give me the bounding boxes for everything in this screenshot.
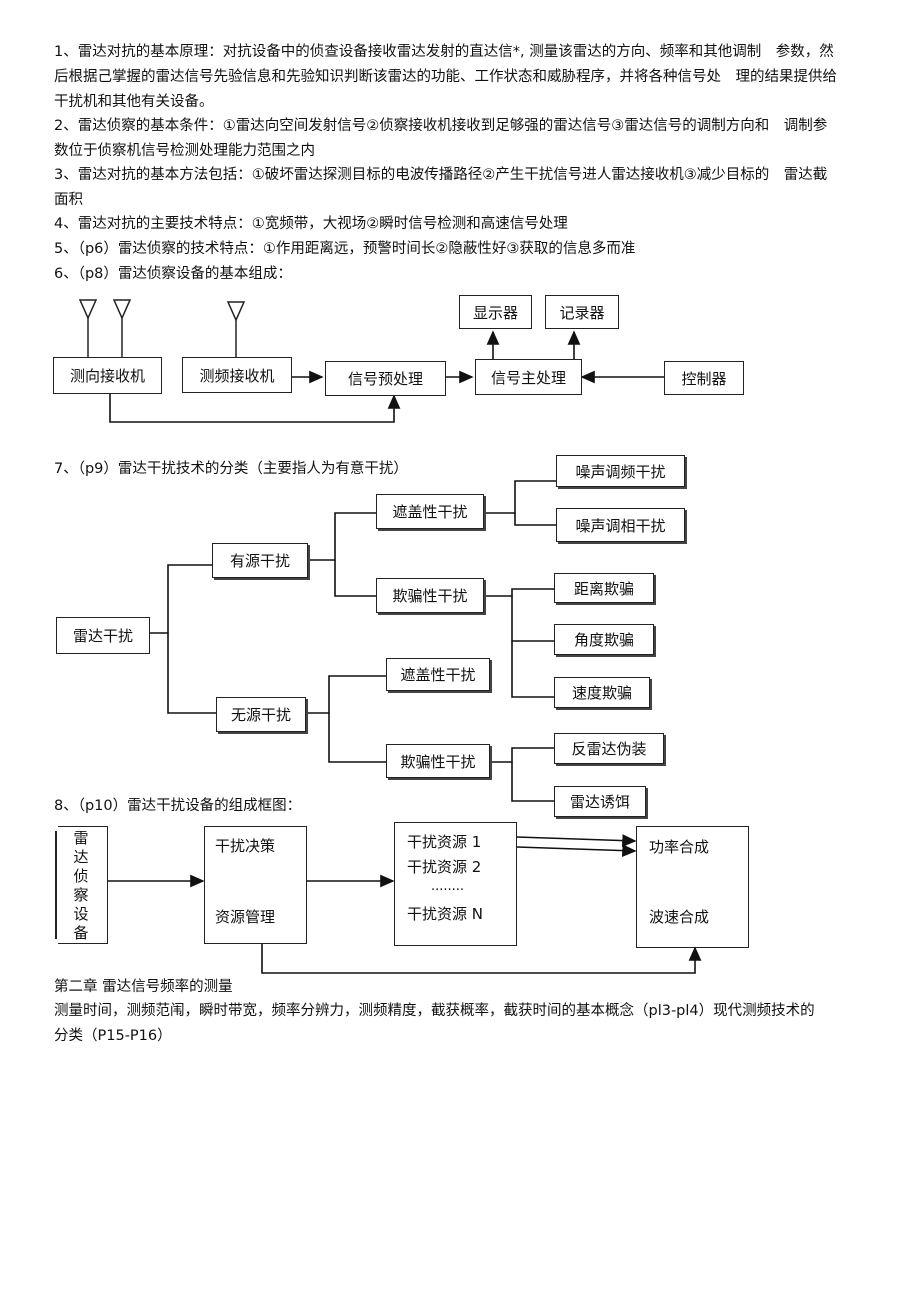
recon-char: 备: [73, 924, 89, 942]
item-1-line-3: 干扰机和其他有关设备。: [54, 94, 214, 110]
velocity-deception-box: 速度欺骗: [554, 677, 650, 708]
direction-receiver-box: 测向接收机: [53, 357, 162, 394]
chapter-2-title: 第二章 雷达信号频率的测量: [54, 979, 233, 995]
noise-fm-jamming-box: 噪声调频干扰: [556, 455, 685, 487]
resource-2-label: 干扰资源 2: [407, 858, 482, 876]
recon-equipment-box: 雷 达 侦 察 设 备: [55, 826, 108, 944]
signal-preprocess-box: 信号预处理: [325, 361, 446, 396]
resource-n-label: 干扰资源 N: [407, 905, 483, 923]
passive-jamming-box: 无源干扰: [216, 697, 306, 732]
item-2-line-1: 2、雷达侦察的基本条件：①雷达向空间发射信号②侦察接收机接收到足够强的雷达信号③…: [54, 118, 828, 134]
signal-main-process-box: 信号主处理: [475, 359, 582, 395]
active-deceptive-jamming-box: 欺骗性干扰: [376, 578, 484, 613]
item-4: 4、雷达对抗的主要技术特点：①宽频带，大视场②瞬时信号检测和高速信号处理: [54, 216, 568, 232]
anti-radar-camouflage-box: 反雷达伪装: [554, 733, 664, 764]
chapter-2-line-2: 分类（P15-P16）: [54, 1028, 172, 1044]
active-cover-jamming-box: 遮盖性干扰: [376, 494, 484, 529]
antenna-icon: [78, 299, 246, 357]
frequency-receiver-box: 测频接收机: [182, 357, 292, 393]
ellipsis-label: ........: [431, 879, 465, 894]
noise-pm-jamming-box: 噪声调相干扰: [556, 508, 685, 542]
decision-resource-box: 干扰决策 资源管理: [204, 826, 307, 944]
item-1-line-2: 后根据己掌握的雷达信号先验信息和先验知识判断该雷达的功能、工作状态和威胁程序，并…: [54, 69, 837, 85]
recon-char: 雷: [73, 829, 89, 847]
display-box: 显示器: [459, 295, 532, 329]
recon-char: 设: [73, 905, 89, 923]
controller-box: 控制器: [664, 361, 744, 395]
radar-decoy-box: 雷达诱饵: [554, 786, 646, 817]
item-6: 6、（p8）雷达侦察设备的基本组成：: [54, 266, 292, 282]
recon-char: 达: [73, 848, 89, 866]
resource-management-label: 资源管理: [215, 908, 276, 926]
active-jamming-box: 有源干扰: [212, 543, 308, 578]
synthesis-box: 功率合成 波速合成: [636, 826, 749, 948]
item-7: 7、（p9）雷达干扰技术的分类（主要指人为有意干扰）: [54, 461, 408, 477]
range-deception-box: 距离欺骗: [554, 573, 654, 603]
angle-deception-box: 角度欺骗: [554, 624, 654, 655]
chapter-2-line-1: 测量时间，测频范闱，瞬时带宽，频率分辨力，测频精度，截获概率，截获时间的基本概念…: [54, 1003, 815, 1019]
recon-char: 察: [73, 886, 89, 904]
passive-deceptive-jamming-box: 欺骗性干扰: [386, 744, 490, 778]
item-1-line-1: 1、雷达对抗的基本原理：对抗设备中的侦查设备接收雷达发射的直达信*, 测量该雷达…: [54, 44, 834, 60]
resource-1-label: 干扰资源 1: [407, 833, 482, 851]
item-3-line-2: 面积: [54, 192, 83, 208]
item-8: 8、（p10）雷达干扰设备的组成框图：: [54, 798, 302, 814]
passive-cover-jamming-box: 遮盖性干扰: [386, 658, 490, 691]
recon-char: 侦: [73, 867, 89, 885]
item-5: 5、（p6）雷达侦察的技术特点：①作用距离远，预警时间长②隐蔽性好③获取的信息多…: [54, 241, 636, 257]
recorder-box: 记录器: [545, 295, 619, 329]
beam-synthesis-label: 波速合成: [649, 908, 710, 926]
jamming-decision-label: 干扰决策: [215, 837, 276, 855]
jamming-resources-box: 干扰资源 1 干扰资源 2 ........ 干扰资源 N: [394, 822, 517, 946]
item-3-line-1: 3、雷达对抗的基本方法包括：①破坏雷达探测目标的电波传播路径②产生干扰信号进人雷…: [54, 167, 828, 183]
item-2-line-2: 数位于侦察机信号检测处理能力范围之内: [54, 143, 315, 159]
power-synthesis-label: 功率合成: [649, 838, 710, 856]
radar-jamming-box: 雷达干扰: [56, 617, 150, 654]
